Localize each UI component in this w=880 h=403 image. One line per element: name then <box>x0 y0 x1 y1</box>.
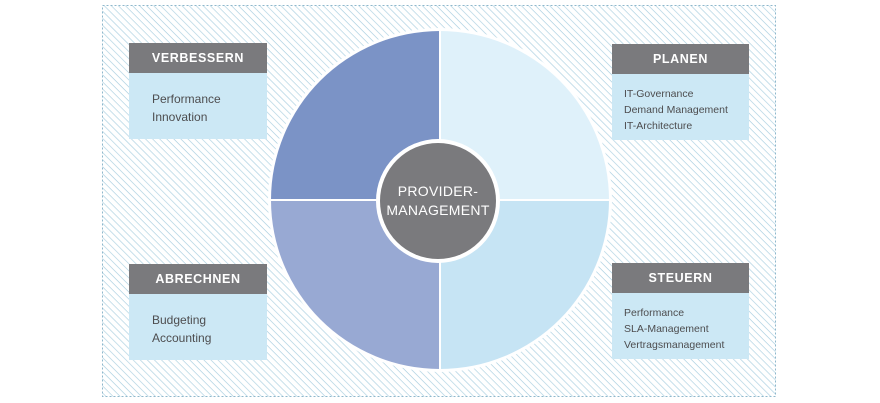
panel-planen-item: IT-Architecture <box>624 120 693 132</box>
panel-planen: PLANEN IT-Governance Demand Management I… <box>612 44 749 140</box>
center-label-line-1: PROVIDER- <box>397 183 479 199</box>
panel-steuern-title: STEUERN <box>612 263 749 293</box>
panel-verbessern: VERBESSERN Performance Innovation <box>129 43 267 139</box>
panel-abrechnen: ABRECHNEN Budgeting Accounting <box>129 264 267 360</box>
center-label: PROVIDER- MANAGEMENT <box>378 141 498 261</box>
panel-steuern-item: Vertragsmanagement <box>624 339 725 351</box>
panel-steuern-body: Performance SLA-Management Vertragsmanag… <box>612 293 749 359</box>
panel-verbessern-title: VERBESSERN <box>129 43 267 73</box>
panel-steuern-item: Performance <box>624 307 685 319</box>
panel-steuern: STEUERN Performance SLA-Management Vertr… <box>612 263 749 359</box>
panel-steuern-item: SLA-Management <box>624 323 709 335</box>
panel-verbessern-body: Performance Innovation <box>129 73 267 139</box>
center-label-line-2: MANAGEMENT <box>386 202 490 218</box>
center-hub <box>380 143 496 259</box>
panel-planen-item: Demand Management <box>624 104 728 116</box>
panel-verbessern-item: Innovation <box>152 109 208 124</box>
panel-abrechnen-item: Accounting <box>152 330 212 345</box>
panel-abrechnen-body: Budgeting Accounting <box>129 294 267 360</box>
panel-planen-body: IT-Governance Demand Management IT-Archi… <box>612 74 749 140</box>
panel-planen-title: PLANEN <box>612 44 749 74</box>
panel-planen-item: IT-Governance <box>624 88 694 100</box>
panel-abrechnen-title: ABRECHNEN <box>129 264 267 294</box>
panel-verbessern-item: Performance <box>152 92 221 106</box>
panel-abrechnen-item: Budgeting <box>152 313 207 327</box>
